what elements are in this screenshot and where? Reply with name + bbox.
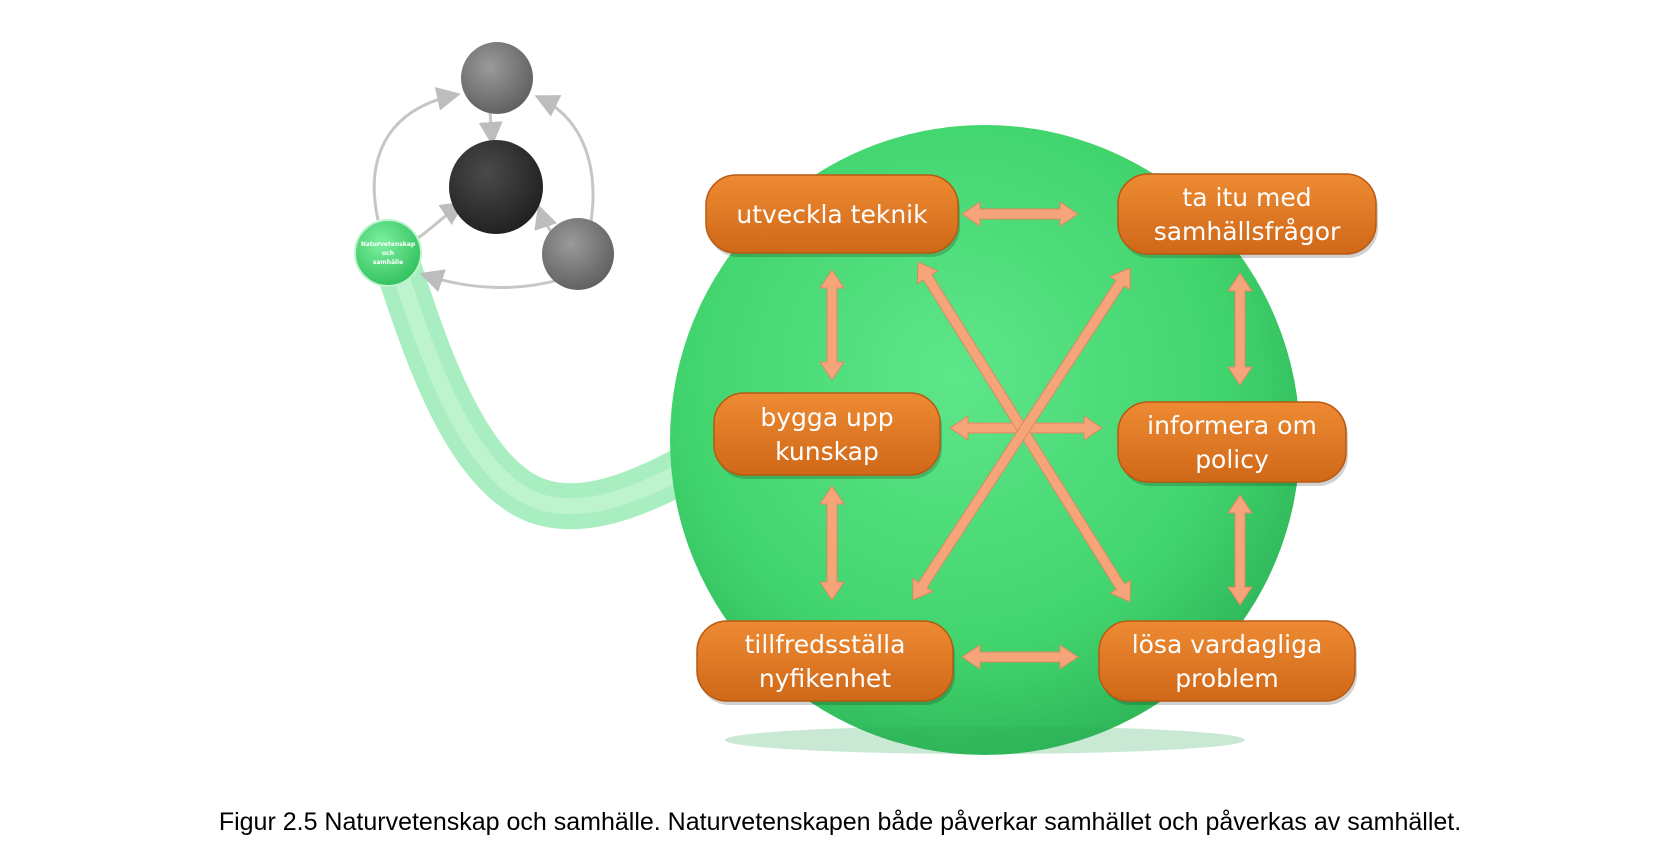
node-label-line: samhällsfrågor [1154,217,1341,246]
node-samhall: ta itu med samhällsfrågor [1117,173,1378,258]
arrow-bygga-tillfreds [819,485,845,601]
dark-center-node [449,140,543,234]
gray-node-top [461,42,533,114]
node-losa: lösa vardagliga problem [1098,620,1357,705]
green-mini-node-line: Naturvetenskap [361,241,416,248]
arrow-samhall-tillfreds [912,267,1131,601]
arrow-layer [819,201,1253,670]
arrow-utveckla-bygga [819,269,845,381]
green-mini-node [354,219,422,287]
mini-map: Naturvetenskap och samhälle [354,42,614,293]
node-label-line: tillfredsställa [745,630,906,659]
node-label-line: informera om [1147,411,1317,440]
figure-caption: Figur 2.5 Naturvetenskap och samhälle. N… [218,808,1462,836]
node-box [1098,620,1356,702]
node-utveckla: utveckla teknik [705,174,960,257]
node-label-line: utveckla teknik [736,200,928,229]
node-tillfreds: tillfredsställa nyfikenhet [696,620,955,705]
green-mini-node-line: samhälle [373,259,403,266]
node-label-line: lösa vardagliga [1132,630,1323,659]
node-label: lösa vardagliga problem [1132,630,1323,693]
node-label: tillfredsställa nyfikenhet [745,630,906,693]
green-mini-node-line: och [382,250,394,257]
node-label-line: problem [1175,664,1278,693]
node-informera: informera om policy [1117,401,1348,486]
arrow-utveckla-samhall [961,201,1079,227]
node-label: ta itu med samhällsfrågor [1154,183,1341,246]
arrow-samhall-informera [1227,272,1253,386]
green-mini-node-label: Naturvetenskap och samhälle [361,241,416,266]
arrow-informera-losa [1227,494,1253,606]
arrow-tillfreds-losa [961,644,1079,670]
node-label: utveckla teknik [736,200,928,229]
node-label: informera om policy [1147,411,1317,474]
node-label-line: bygga upp [760,403,893,432]
node-label-line: ta itu med [1182,183,1311,212]
node-box [705,174,959,254]
node-bygga: bygga upp kunskap [713,392,942,479]
node-box [1117,173,1377,255]
node-box [696,620,954,702]
node-label-line: nyfikenhet [759,664,891,693]
node-box [713,392,941,476]
node-label-line: kunskap [775,437,879,466]
node-label: bygga upp kunskap [760,403,893,466]
node-box [1117,401,1347,483]
sphere-rim-shadow [725,726,1245,754]
node-label-line: policy [1195,445,1269,474]
gray-node-right [542,218,614,290]
node-layer: utveckla teknik ta itu med samhällsfrågor b… [696,173,1378,705]
